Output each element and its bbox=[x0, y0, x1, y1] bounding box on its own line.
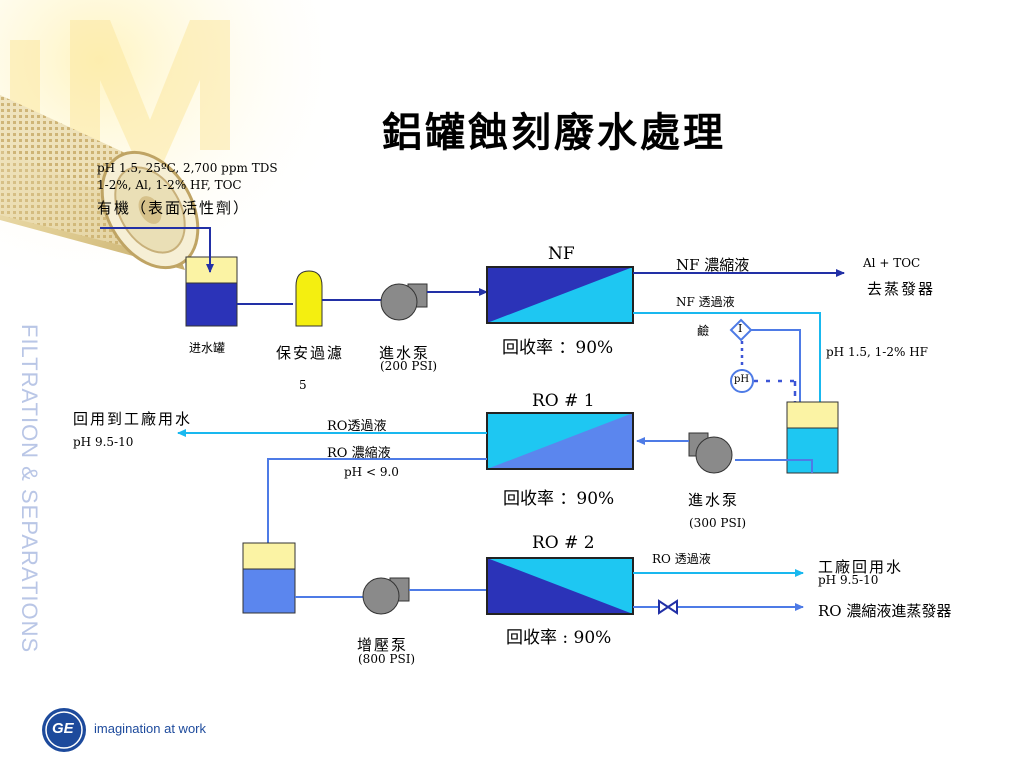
concentrate-valve bbox=[658, 599, 678, 615]
ro1-reuse-ph: pH 9.5-10 bbox=[73, 435, 134, 449]
membrane-cartridge-image bbox=[0, 95, 200, 270]
feed-composition-note: pH 1.5, 25ºC, 2,700 ppm TDS 1-2%, Al, 1-… bbox=[97, 160, 278, 194]
feed-pump-pressure: (200 PSI) bbox=[380, 359, 438, 373]
tank-to-pump2-line bbox=[735, 459, 813, 473]
nf-title: NF bbox=[548, 244, 575, 264]
feed-pump-300 bbox=[688, 432, 733, 474]
valve-symbol: I bbox=[738, 322, 743, 335]
ro1-title: RO # 1 bbox=[532, 391, 595, 411]
alkali-dosing-line bbox=[750, 329, 804, 413]
ro2-permeate-label: RO 透過液 bbox=[652, 552, 711, 566]
side-brand: FILTRATION & SEPARATIONS bbox=[12, 324, 42, 754]
nf-membrane bbox=[486, 266, 634, 324]
ro2-reuse-ph: pH 9.5-10 bbox=[818, 573, 879, 587]
nf-destination-top: Al + TOC bbox=[863, 256, 921, 270]
ro2-reuse-label: 工廠回用水 bbox=[818, 558, 904, 576]
ro1-concentrate-ph: pH < 9.0 bbox=[344, 465, 399, 479]
feed-tank bbox=[185, 256, 238, 327]
feed-inlet-line bbox=[100, 227, 214, 273]
booster-pump-pressure: (800 PSI) bbox=[358, 652, 416, 666]
ro2-title: RO # 2 bbox=[532, 533, 595, 553]
neutralization-tank bbox=[786, 401, 839, 474]
nf-permeate-line bbox=[633, 312, 824, 413]
ro1-recovery: 回收率 ：90% bbox=[503, 489, 615, 509]
feed-note-line1: pH 1.5, 25ºC, 2,700 ppm TDS bbox=[97, 161, 278, 175]
filter-number: 5 bbox=[299, 378, 307, 392]
ro1-reuse-label: 回用到工廠用水 bbox=[73, 410, 193, 428]
ro2-membrane bbox=[486, 557, 634, 615]
ge-logo-text: GE bbox=[52, 720, 74, 737]
dosing-valve bbox=[729, 318, 753, 342]
background-logo-shape bbox=[10, 20, 230, 180]
filter-label: 保安過濾 bbox=[276, 344, 345, 362]
ro1-pump-pressure: (300 PSI) bbox=[689, 516, 747, 530]
ge-logo-ring bbox=[45, 711, 83, 749]
ph-condition: pH 1.5, 1-2% HF bbox=[826, 345, 929, 359]
tagline: imagination at work bbox=[94, 721, 206, 736]
ph-sensor-label: pH bbox=[734, 374, 750, 385]
cartridge-filter bbox=[295, 270, 323, 327]
booster-pump-label: 增壓泵 bbox=[357, 636, 409, 654]
nf-permeate-label: NF 透過液 bbox=[676, 295, 735, 309]
ro1-concentrate-line bbox=[264, 458, 487, 561]
slide-title: 鋁罐蝕刻廢水處理 bbox=[382, 109, 726, 156]
nf-recovery: 回收率 ：90% bbox=[502, 338, 614, 358]
ro1-pump-label: 進水泵 bbox=[688, 491, 740, 509]
side-brand-text: FILTRATION & SEPARATIONS bbox=[17, 324, 42, 654]
alkali-label: 鹼 bbox=[697, 324, 710, 338]
feed-note-line2: 1-2%, Al, 1-2% HF, TOC bbox=[97, 178, 242, 192]
ro1-concentrate-label: RO 濃縮液 bbox=[327, 446, 391, 461]
ge-logo-circle bbox=[42, 708, 86, 752]
feed-note-line3: 有機（表面活性劑） bbox=[97, 199, 251, 217]
feed-pump-label: 進水泵 bbox=[379, 344, 431, 362]
booster-pump bbox=[362, 577, 410, 615]
ro1-membrane bbox=[486, 412, 634, 470]
nf-destination-bottom: 去蒸發器 bbox=[867, 280, 936, 298]
ph-sensor bbox=[730, 369, 754, 393]
intermediate-tank bbox=[242, 542, 296, 614]
nf-concentrate-label: NF 濃縮液 bbox=[676, 256, 750, 274]
feed-tank-label: 进水罐 bbox=[189, 341, 226, 355]
ro2-recovery: 回收率 : 90% bbox=[506, 628, 612, 648]
ro2-concentrate-label: RO 濃縮液進蒸發器 bbox=[818, 602, 952, 620]
feed-pump-200 bbox=[380, 283, 428, 321]
ro1-permeate-label: RO透過液 bbox=[327, 419, 387, 434]
